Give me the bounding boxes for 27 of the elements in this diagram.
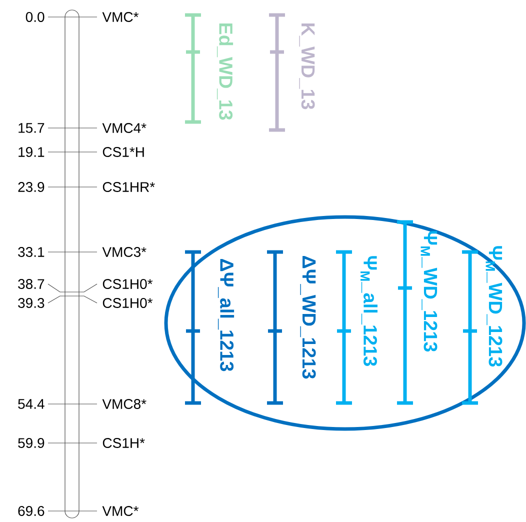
qtl-label: K_WD_13 [299, 23, 315, 110]
position-label: 33.1 [18, 247, 44, 257]
marker-label: CS1H* [102, 438, 145, 448]
qtl-label: Ψ$_{M}$_WD_1213 [420, 231, 438, 352]
qtl-label: ΔΨ_all_1213 [218, 258, 234, 372]
marker-label: CS1H0* [102, 279, 153, 289]
marker-label: VMC4* [102, 123, 146, 133]
position-label: 54.4 [18, 399, 44, 409]
position-label: 0.0 [26, 12, 44, 22]
position-label: 23.9 [18, 182, 44, 192]
qtl-label: Ed_WD_13 [216, 23, 234, 120]
marker-label: CS1HR* [102, 182, 155, 192]
position-label: 38.7 [18, 279, 44, 289]
position-label: 59.9 [18, 438, 44, 448]
position-label: 15.7 [18, 123, 44, 133]
qtl-label: Ψ$_{M}$_all_1213 [360, 256, 378, 366]
position-label: 39.3 [18, 298, 44, 308]
marker-label: VMC* [102, 506, 139, 516]
marker-label: VMC3* [102, 247, 146, 257]
marker-label: CS1H0* [102, 298, 153, 308]
position-label: 19.1 [18, 147, 44, 157]
qtl-label: Ψ$_{M}$_WD_1213 [486, 246, 502, 366]
marker-label: VMC8* [102, 399, 146, 409]
position-label: 69.6 [18, 506, 44, 516]
marker-label: VMC* [102, 12, 139, 22]
qtl-label: ΔΨ_WD_1213 [300, 256, 316, 379]
marker-label: CS1*H [102, 147, 144, 157]
